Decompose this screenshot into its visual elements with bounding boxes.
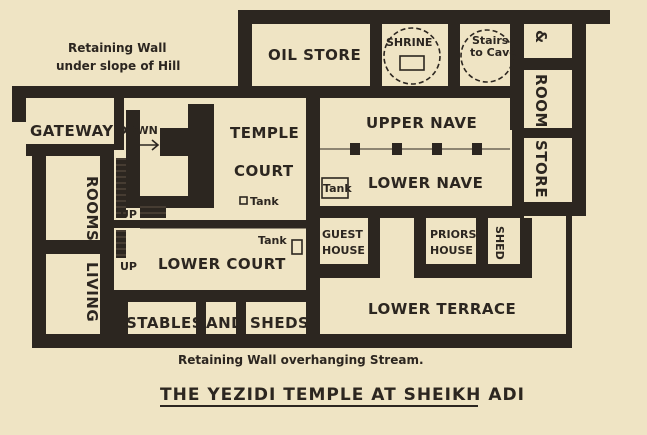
wall-stables-div-2 xyxy=(236,302,246,334)
wall-guest-bottom xyxy=(320,264,380,278)
label-tank-nave: Tank xyxy=(323,182,352,195)
wall-living-right xyxy=(100,156,114,346)
label-up-2: UP xyxy=(120,260,137,273)
wall-prior-shed-div xyxy=(476,218,488,268)
wall-shed-right xyxy=(520,218,532,268)
wall-upper-long xyxy=(12,86,512,98)
label-lower-court: LOWER COURT xyxy=(158,255,286,273)
wall-nave-right xyxy=(512,98,524,218)
wall-rooms-divider-1 xyxy=(524,58,572,70)
wall-right-outer xyxy=(572,10,586,216)
shed-post-2 xyxy=(524,246,530,254)
label-tank-lower: Tank xyxy=(258,234,287,247)
label-priors-2: HOUSE xyxy=(430,244,473,257)
label-oil-store: OIL STORE xyxy=(268,46,361,64)
wall-left-top xyxy=(12,86,26,122)
labels: Retaining Wall under slope of Hill OIL S… xyxy=(30,30,550,407)
label-temple-2: COURT xyxy=(234,162,294,180)
wall-court-inner-left xyxy=(126,110,140,202)
wall-oil-shrine-divider xyxy=(370,24,382,86)
shrine-circle xyxy=(383,27,441,85)
label-tank-court: Tank xyxy=(250,195,279,208)
label-gateway: GATEWAY xyxy=(30,122,114,140)
wall-guest-right xyxy=(368,218,380,278)
shed-post-1 xyxy=(524,230,530,238)
label-stairs-2: to Cave xyxy=(470,46,517,59)
label-lower-terrace: LOWER TERRACE xyxy=(368,300,516,318)
wall-stair-block xyxy=(188,104,214,204)
label-upper-nave: UPPER NAVE xyxy=(366,114,477,132)
wall-gateway-stub xyxy=(114,98,124,150)
label-rooms-left: ROOMS xyxy=(83,176,101,241)
label-down: DOWN xyxy=(118,124,158,137)
wall-stables-top xyxy=(114,290,314,302)
stair-step-block xyxy=(160,128,190,156)
wall-prior-left xyxy=(414,218,426,278)
label-sheds: SHEDS xyxy=(250,314,309,332)
stairs-left xyxy=(116,158,166,258)
label-and: AND xyxy=(206,314,244,332)
wall-lower-court-top xyxy=(114,220,314,228)
wall-nave-bottom xyxy=(306,206,524,218)
lower-tank-box xyxy=(291,239,303,255)
walls xyxy=(12,10,610,348)
label-priors-1: PRIORS xyxy=(430,228,476,241)
note-retaining-wall-1: Retaining Wall xyxy=(68,41,166,55)
label-guest-1: GUEST xyxy=(322,228,363,241)
wall-rooms-divider-2 xyxy=(524,128,572,138)
features xyxy=(116,27,530,258)
label-up-1: UP xyxy=(120,208,137,221)
wall-gateway-bottom xyxy=(26,144,114,156)
stairs-circle xyxy=(460,29,514,83)
wall-rooms-living-divider xyxy=(46,240,106,254)
wall-store-bottom xyxy=(524,202,586,216)
wall-lower-terrace-left xyxy=(306,218,320,346)
wall-bottom xyxy=(32,334,570,348)
wall-shrine-stairs-divider xyxy=(448,24,460,86)
wall-oil-store-left xyxy=(238,10,252,92)
label-guest-2: HOUSE xyxy=(322,244,365,257)
nave-tank-box xyxy=(321,177,349,199)
label-shrine: SHRINE xyxy=(386,36,432,49)
note-retaining-wall-bottom: Retaining Wall overhanging Stream. xyxy=(178,353,424,367)
note-retaining-wall-2: under slope of Hill xyxy=(56,59,180,73)
court-tank-box xyxy=(239,196,248,205)
wall-prior-bottom xyxy=(414,264,532,278)
wall-left-outer xyxy=(32,156,46,346)
label-store: STORE xyxy=(532,140,550,198)
wall-stables-div-1 xyxy=(196,302,206,334)
label-lower-nave: LOWER NAVE xyxy=(368,174,483,192)
label-stables: STABLES xyxy=(126,314,203,332)
arrow-down-icon xyxy=(138,139,160,151)
label-and-symbol: & xyxy=(532,30,550,44)
wall-terrace-right xyxy=(566,216,572,348)
wall-top xyxy=(238,10,610,24)
label-rooms-right: ROOMS xyxy=(532,74,550,139)
label-living: LIVING xyxy=(83,262,101,322)
label-stairs-1: Stairs xyxy=(472,34,509,47)
label-shed: SHED xyxy=(493,226,506,260)
diagram-title: THE YEZIDI TEMPLE AT SHEIKH ADI xyxy=(160,385,525,405)
shrine-tomb xyxy=(399,55,425,71)
label-temple-1: TEMPLE xyxy=(230,124,299,142)
